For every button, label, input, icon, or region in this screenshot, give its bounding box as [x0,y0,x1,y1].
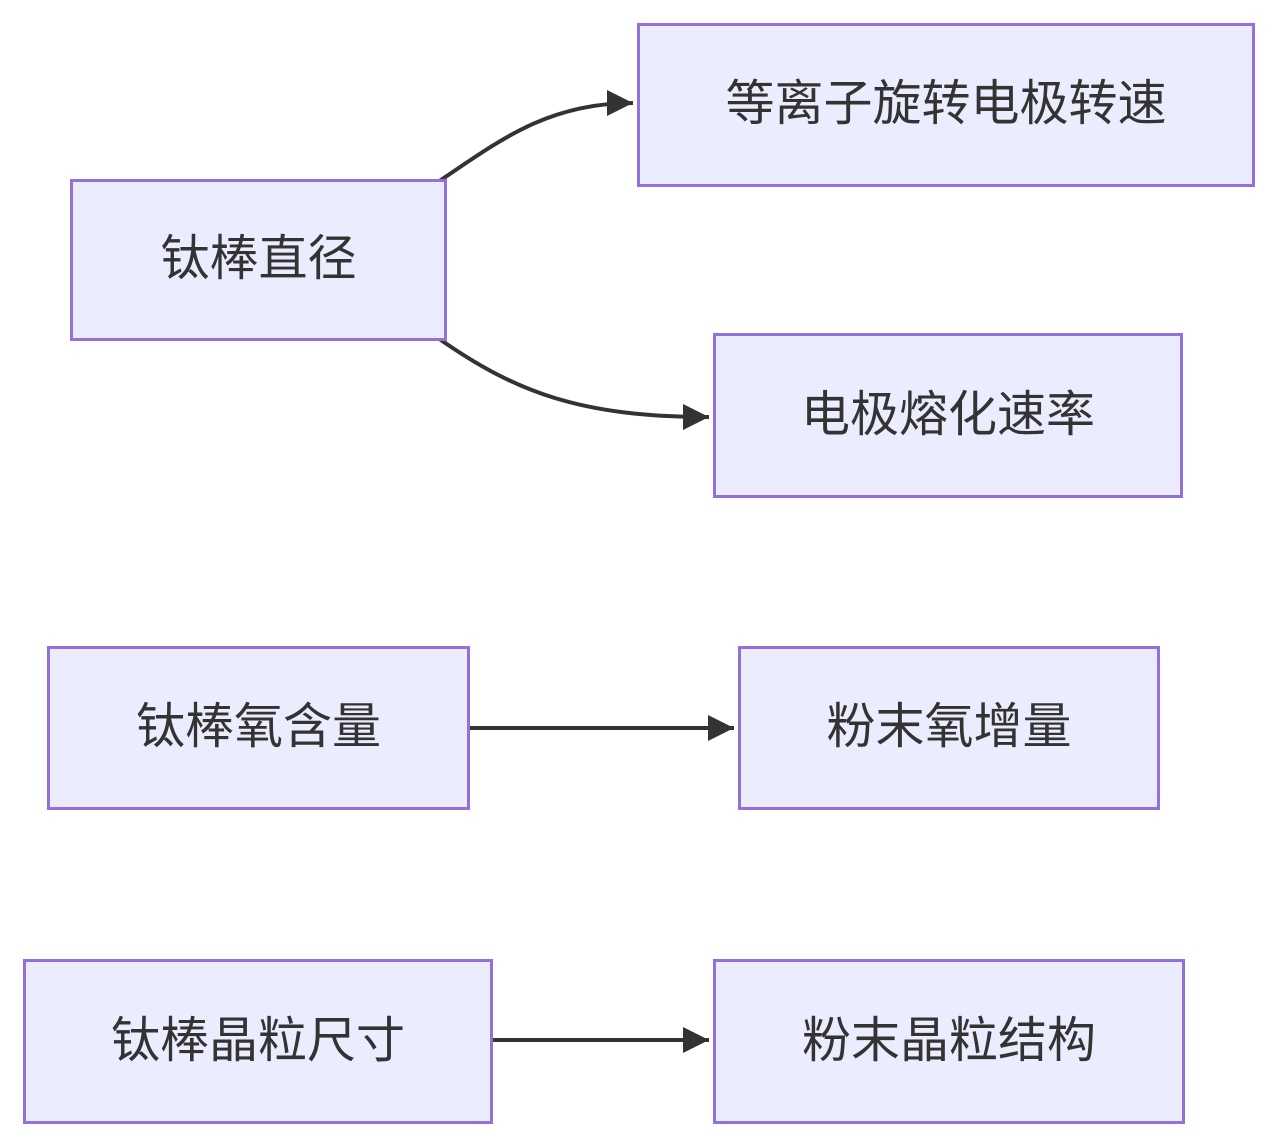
node-titanium-rod-oxygen-content: 钛棒氧含量 [47,646,470,810]
node-electrode-melting-rate: 电极熔化速率 [713,333,1183,498]
edge-rod-diameter-to-melting-rate [436,336,710,430]
node-label: 钛棒直径 [160,232,357,287]
node-plasma-rotating-electrode-speed: 等离子旋转电极转速 [637,23,1255,187]
node-label: 钛棒晶粒尺寸 [110,1013,405,1068]
node-titanium-rod-diameter: 钛棒直径 [70,179,447,341]
node-label: 钛棒氧含量 [135,700,381,755]
node-powder-oxygen-pickup: 粉末氧增量 [738,646,1160,810]
edge-rod-diameter-to-rotation-speed [436,90,634,184]
node-label: 电极熔化速率 [800,387,1095,442]
node-label: 等离子旋转电极转速 [725,77,1167,132]
node-titanium-rod-grain-size: 钛棒晶粒尺寸 [23,959,493,1124]
node-label: 粉末氧增量 [826,700,1072,755]
node-label: 粉末晶粒结构 [801,1013,1096,1068]
node-powder-grain-structure: 粉末晶粒结构 [713,959,1185,1124]
